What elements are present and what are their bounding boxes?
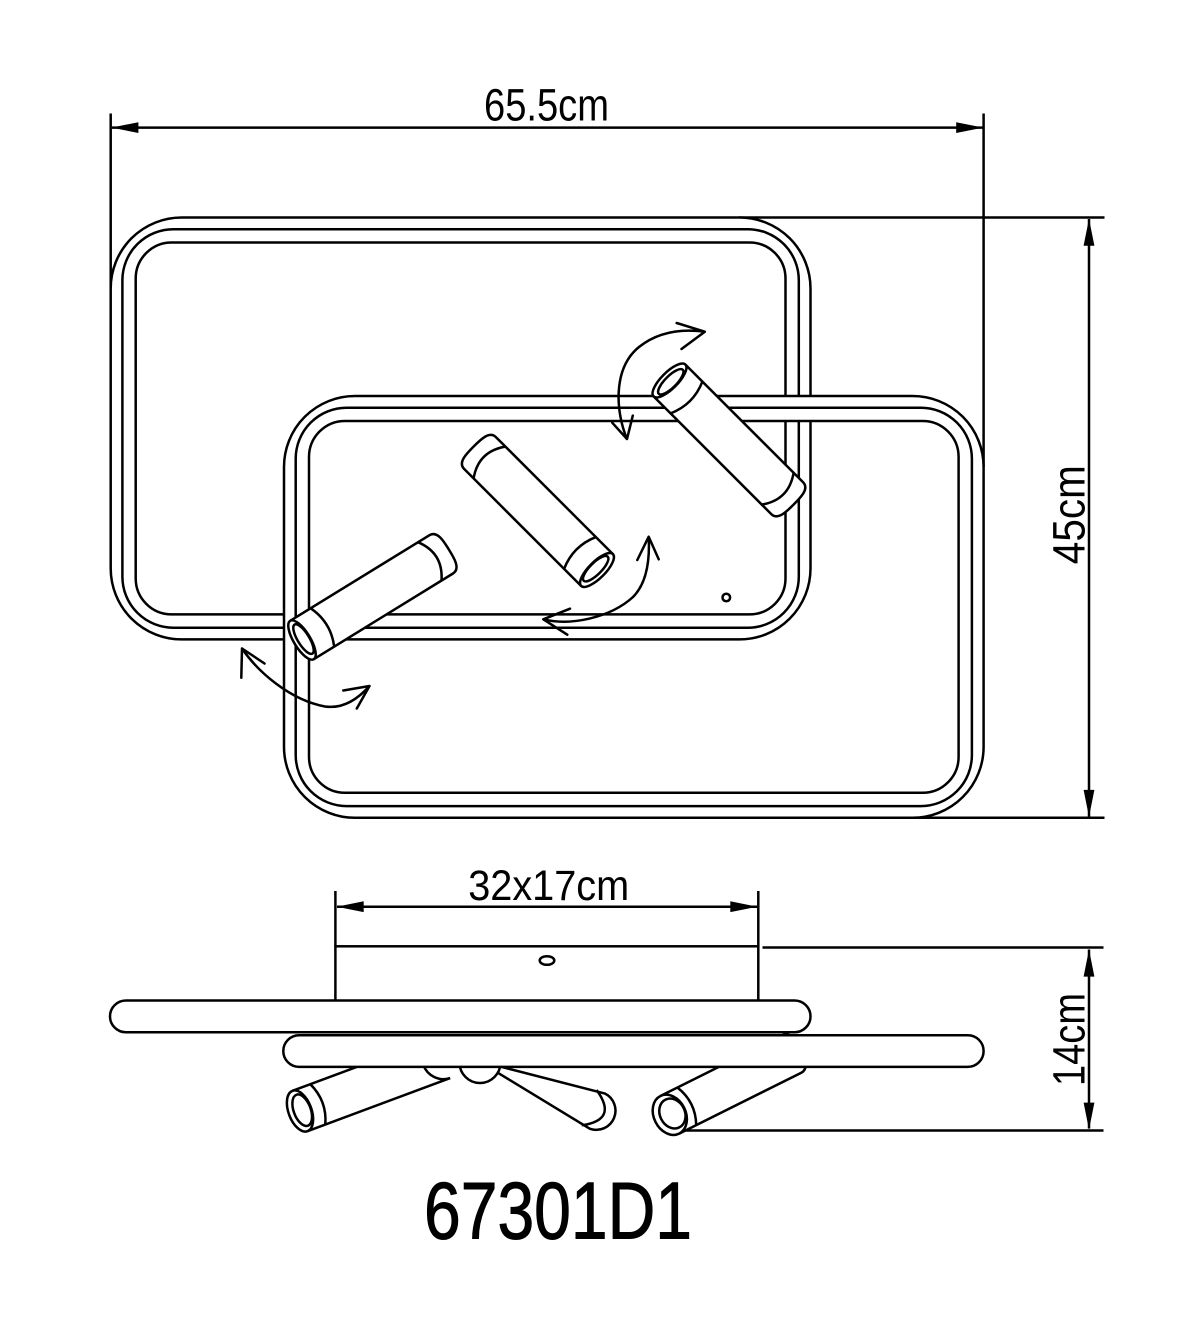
svg-text:45cm: 45cm — [1044, 465, 1095, 564]
svg-text:65.5cm: 65.5cm — [484, 80, 609, 131]
svg-text:32x17cm: 32x17cm — [468, 863, 629, 910]
svg-text:14cm: 14cm — [1044, 993, 1095, 1086]
svg-text:67301D1: 67301D1 — [424, 1167, 692, 1257]
